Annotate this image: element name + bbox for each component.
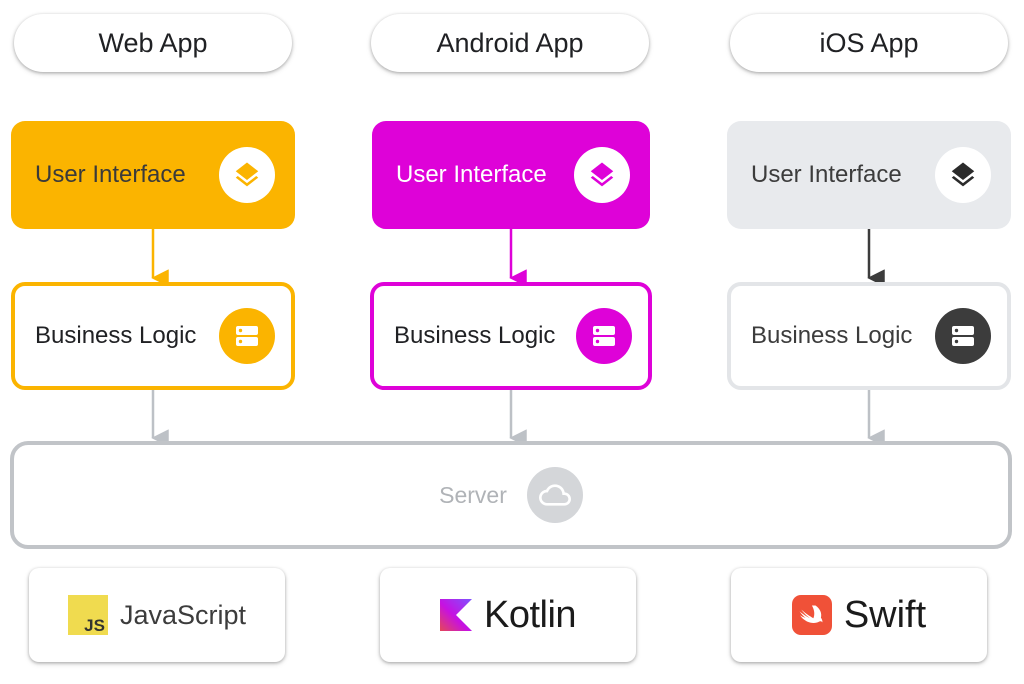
swift-logo-icon xyxy=(791,595,832,635)
layers-icon xyxy=(935,147,991,203)
storage-icon xyxy=(576,308,632,364)
ios-business-box: Business Logic xyxy=(727,282,1011,390)
cloud-icon xyxy=(526,467,583,523)
web-business-label: Business Logic xyxy=(35,322,197,349)
layers-icon xyxy=(574,147,630,203)
kotlin-logo-icon xyxy=(439,599,472,631)
ios-ui-label: User Interface xyxy=(751,161,902,188)
ios-app-pill: iOS App xyxy=(730,14,1008,72)
android-ui-label: User Interface xyxy=(396,161,547,188)
android-app-pill: Android App xyxy=(371,14,649,72)
web-app-pill: Web App xyxy=(14,14,292,72)
web-business-box: Business Logic xyxy=(11,282,295,390)
javascript-logo-icon: JS xyxy=(67,595,108,635)
javascript-badge-text: JS xyxy=(84,616,105,635)
web-ui-label: User Interface xyxy=(35,161,186,188)
android-business-box: Business Logic xyxy=(370,282,652,390)
swift-card: Swift xyxy=(731,568,987,662)
storage-icon xyxy=(935,308,991,364)
kotlin-card: Kotlin xyxy=(380,568,636,662)
javascript-card: JS JavaScript xyxy=(29,568,285,662)
android-app-label: Android App xyxy=(436,27,584,58)
ios-app-label: iOS App xyxy=(819,27,919,58)
swift-label: Swift xyxy=(843,593,927,636)
ios-ui-box: User Interface xyxy=(727,121,1011,229)
web-app-label: Web App xyxy=(98,27,208,58)
android-ui-box: User Interface xyxy=(372,121,650,229)
javascript-label: JavaScript xyxy=(119,599,247,630)
layers-icon xyxy=(219,147,275,203)
ios-business-label: Business Logic xyxy=(751,322,913,349)
server-label: Server xyxy=(439,481,507,508)
android-business-label: Business Logic xyxy=(394,322,556,349)
kotlin-label: Kotlin xyxy=(483,593,577,636)
web-ui-box: User Interface xyxy=(11,121,295,229)
server-box: Server xyxy=(10,441,1012,549)
storage-icon xyxy=(219,308,275,364)
